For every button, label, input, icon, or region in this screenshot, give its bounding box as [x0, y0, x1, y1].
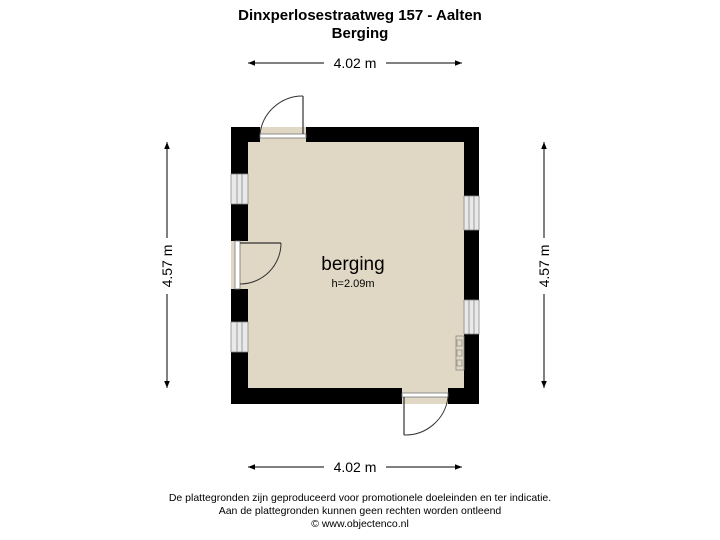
left-window-bottom: [230, 321, 249, 353]
dimension-bottom: 4.02 m: [248, 459, 462, 475]
page-title: Dinxperlosestraatweg 157 - Aalten: [238, 7, 482, 24]
dimension-right: 4.57 m: [536, 142, 552, 388]
dimension-left: 4.57 m: [159, 142, 175, 388]
dimension-top: 4.02 m: [248, 55, 462, 71]
top-door: [259, 95, 307, 142]
left-door: [231, 240, 282, 290]
dimension-bottom-label: 4.02 m: [334, 459, 377, 475]
room-floor: [248, 142, 464, 388]
footer-rights: Aan de plattegronden kunnen geen rechten…: [218, 505, 502, 517]
room-name: berging: [321, 254, 384, 275]
right-window-bottom: [463, 299, 480, 335]
footer-disclaimer: De plattegronden zijn geproduceerd voor …: [168, 492, 552, 504]
dimension-top-label: 4.02 m: [334, 55, 377, 71]
dimension-right-label: 4.57 m: [536, 245, 552, 288]
right-window-top: [463, 195, 480, 231]
dimension-left-label: 4.57 m: [159, 245, 175, 288]
bottom-door: [401, 388, 449, 436]
footer-copyright: © www.objectenco.nl: [311, 518, 409, 530]
page-subtitle: Berging: [331, 25, 389, 42]
wall-fixture: [455, 335, 465, 371]
left-window-top: [230, 173, 249, 205]
room-height: h=2.09m: [331, 278, 374, 290]
